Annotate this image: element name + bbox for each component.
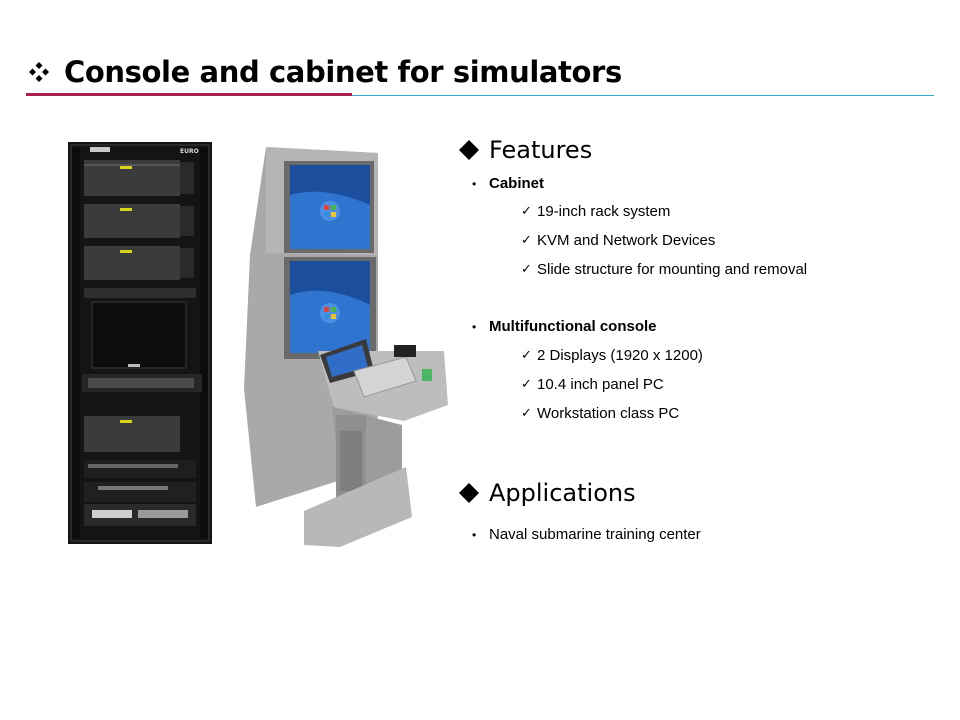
bullet-dot-icon: •: [472, 319, 477, 334]
list-item-text: 19-inch rack system: [537, 203, 671, 220]
applications-heading: Applications: [458, 479, 636, 507]
list-item-text: 2 Displays (1920 x 1200): [537, 347, 703, 364]
cabinet-rack-photo: EURO: [68, 142, 212, 544]
list-item: ✓ 10.4 inch panel PC: [521, 376, 664, 393]
checkmark-icon: ✓: [521, 406, 532, 421]
checkmark-icon: ✓: [521, 262, 532, 277]
checkmark-icon: ✓: [521, 204, 532, 219]
list-item-text: Slide structure for mounting and removal: [537, 261, 808, 278]
diamond-bullet-icon: [459, 483, 479, 503]
slide-title-bar: Console and cabinet for simulators: [28, 52, 622, 92]
title-underline-blue: [352, 95, 934, 96]
list-item-text: KVM and Network Devices: [537, 232, 716, 249]
list-item: ✓ 2 Displays (1920 x 1200): [521, 347, 703, 364]
list-item-text: Workstation class PC: [537, 405, 680, 422]
list-item-cabinet: • Cabinet: [472, 175, 544, 192]
bullet-dot-icon: •: [472, 527, 477, 542]
list-item: ✓ KVM and Network Devices: [521, 232, 715, 249]
list-item-naval-submarine: • Naval submarine training center: [472, 526, 701, 543]
checkmark-icon: ✓: [521, 377, 532, 392]
list-item-text: 10.4 inch panel PC: [537, 376, 664, 393]
console-photo: [244, 147, 448, 547]
list-item-multifunctional-console: • Multifunctional console: [472, 318, 657, 335]
bullet-dot-icon: •: [472, 176, 477, 191]
features-heading-text: Features: [489, 136, 593, 164]
list-item-label: Cabinet: [489, 175, 545, 192]
list-item-text: Naval submarine training center: [489, 526, 701, 543]
list-item-label: Multifunctional console: [489, 318, 657, 335]
features-heading: Features: [458, 136, 592, 164]
four-diamonds-icon: [29, 62, 49, 82]
diamond-bullet-icon: [459, 140, 479, 160]
list-item: ✓ Workstation class PC: [521, 405, 679, 422]
list-item: ✓ Slide structure for mounting and remov…: [521, 261, 807, 278]
slide-title: Console and cabinet for simulators: [64, 55, 622, 89]
applications-heading-text: Applications: [489, 479, 636, 507]
cabinet-brand-label: EURO: [180, 148, 199, 155]
checkmark-icon: ✓: [521, 348, 532, 363]
checkmark-icon: ✓: [521, 233, 532, 248]
title-underline-red: [26, 93, 352, 96]
list-item: ✓ 19-inch rack system: [521, 203, 670, 220]
